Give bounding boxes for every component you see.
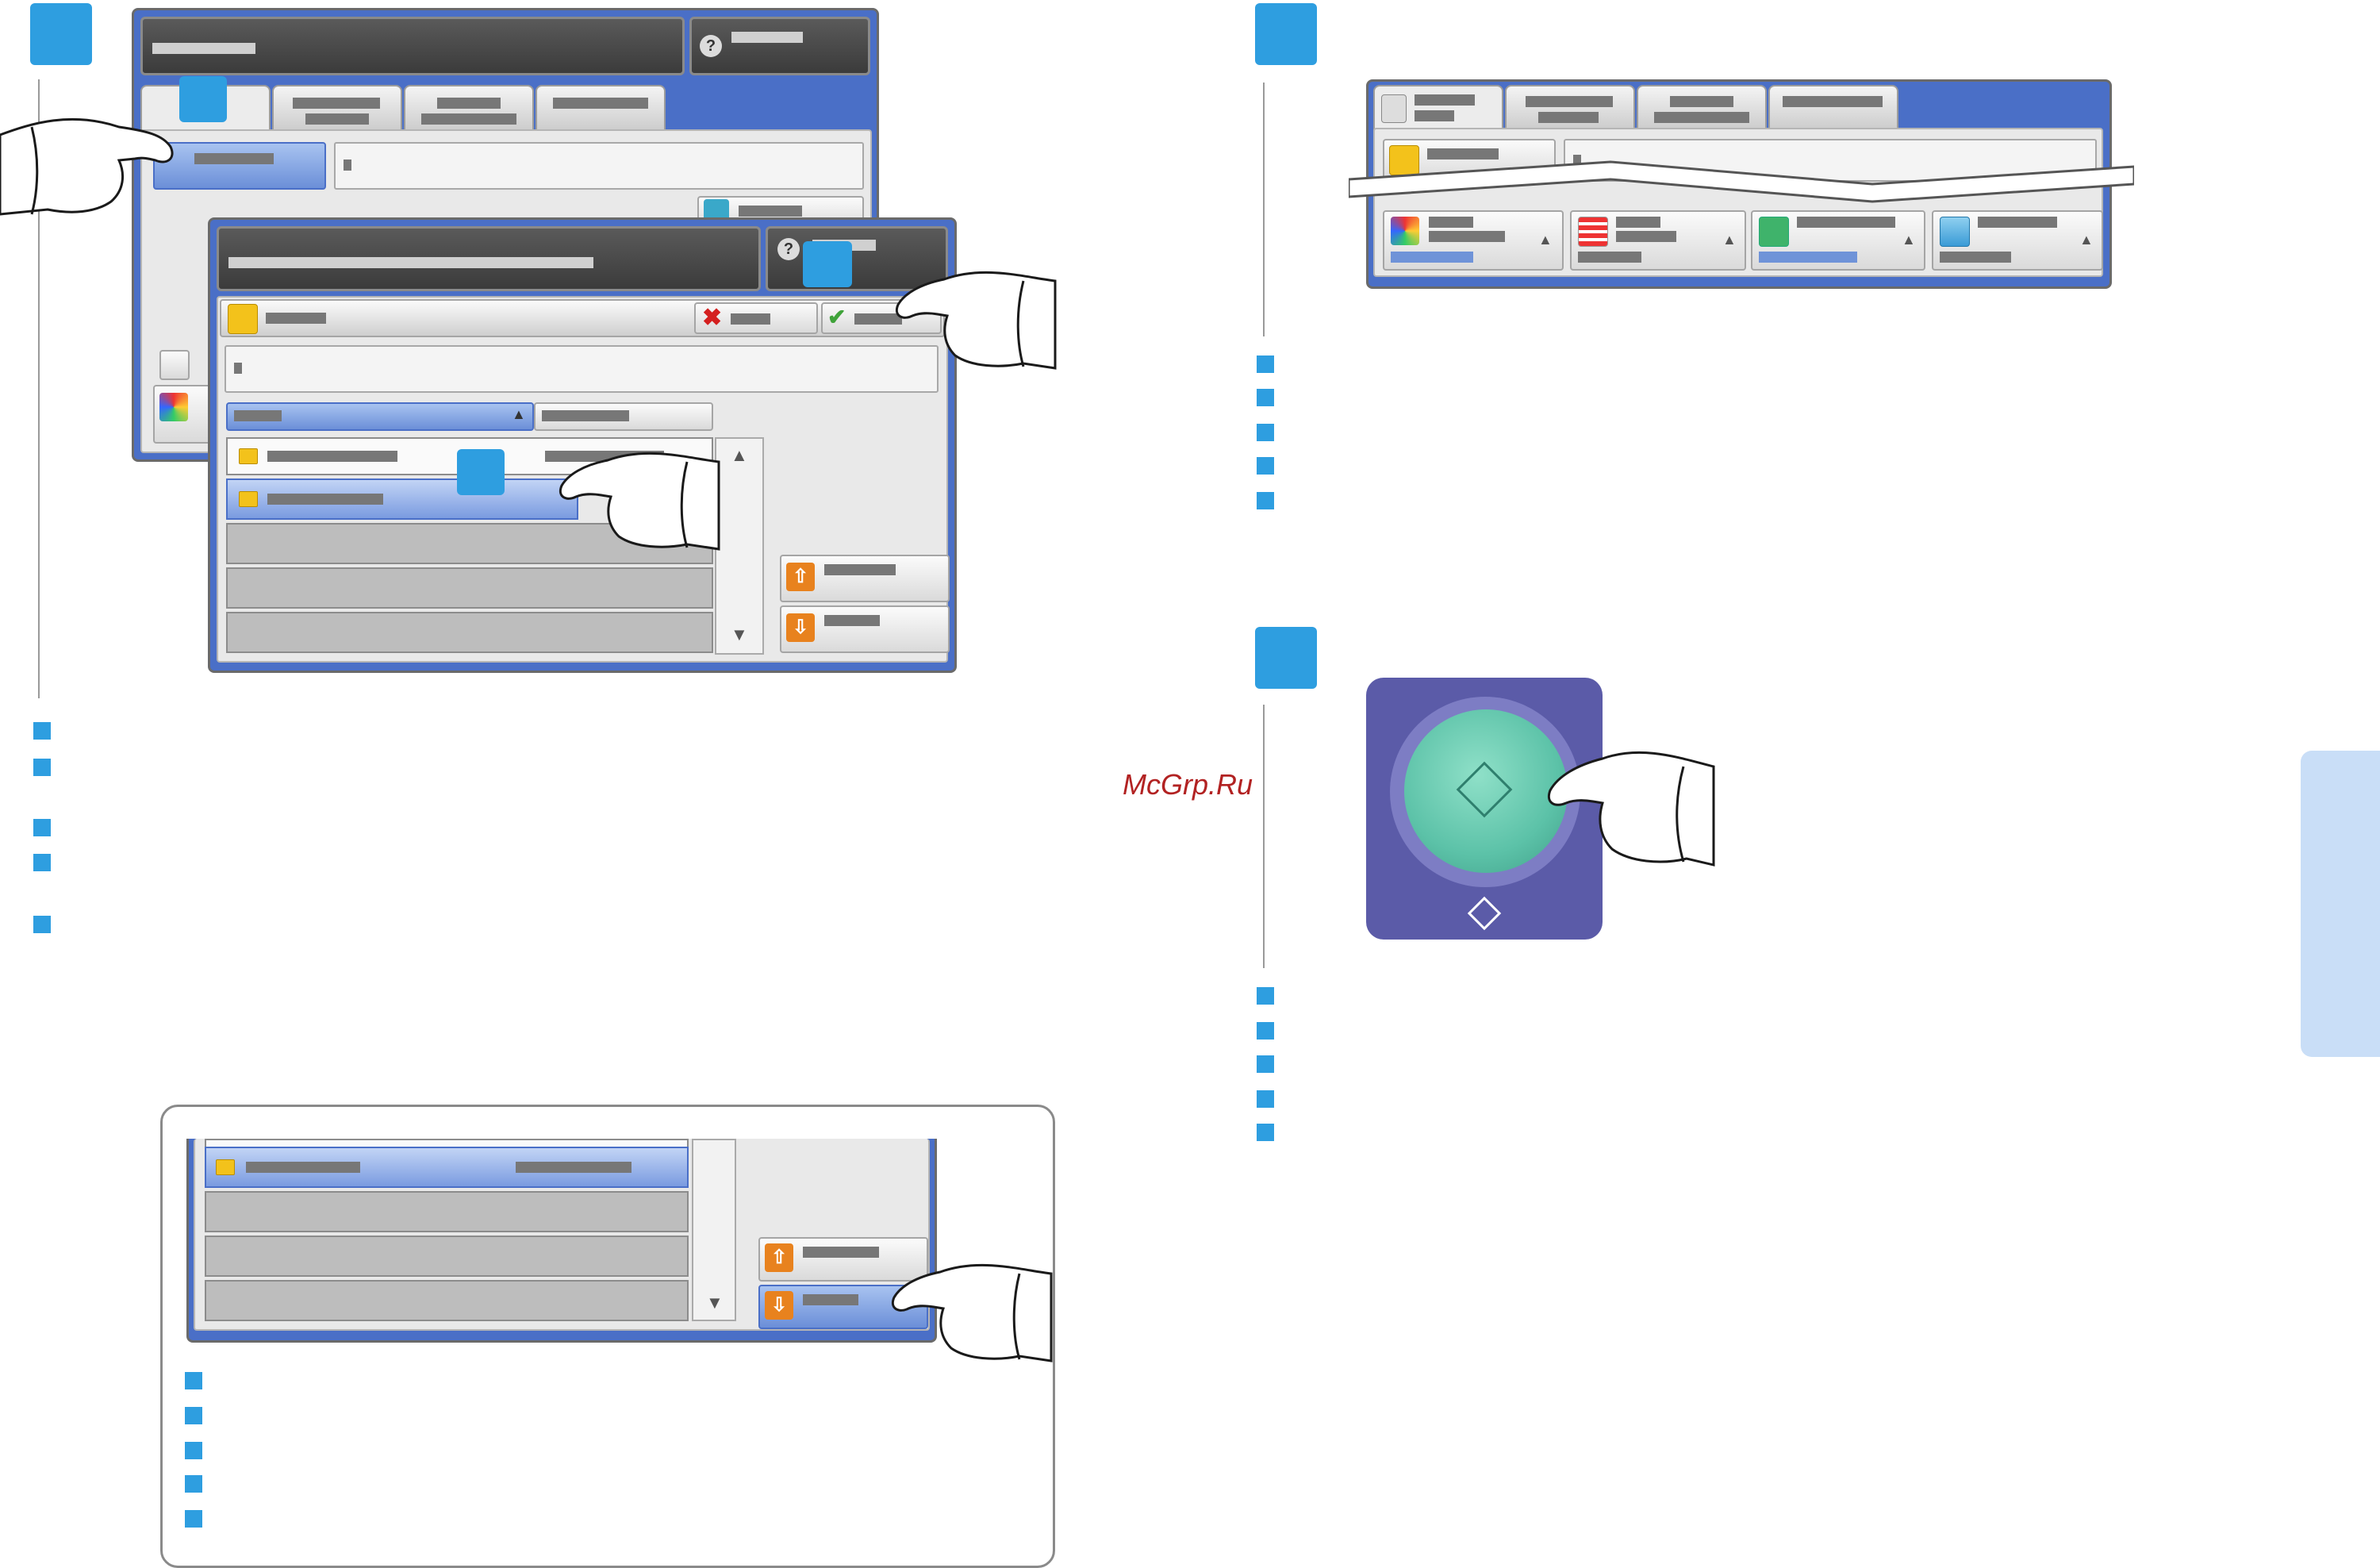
bullet [1257,1022,1274,1040]
repository-title-placeholder [228,257,593,268]
step-marker-2 [1255,3,1317,65]
start-icon [1467,896,1502,931]
list-item-selected[interactable] [205,1147,689,1188]
move-down-button[interactable]: ⇩ [780,605,950,653]
repository-field[interactable] [334,142,864,190]
tab-4[interactable] [1768,85,1898,134]
bullet [1257,1055,1274,1073]
callout-list-panel: ▼ ⇧ ⇩ [194,1139,930,1331]
cancel-button[interactable]: ✖ [694,302,818,334]
bullet [1257,1124,1274,1141]
folder-icon [239,491,258,507]
scan-screen-front: ? ✖ ✔ ▲ [208,217,957,673]
file-repository-button[interactable] [153,142,326,190]
tab-3[interactable] [404,85,534,136]
list-scrollbar[interactable]: ▼ [692,1139,736,1321]
list-scrollbar[interactable]: ▲ ▼ [715,437,764,655]
callout-screen: ▼ ⇧ ⇩ [186,1139,937,1343]
tab-3[interactable] [1637,85,1767,134]
list-item[interactable] [226,612,713,653]
path-field[interactable] [225,345,939,393]
cancel-x-icon: ✖ [702,305,723,331]
tab-4[interactable] [536,85,666,136]
2-sided-scanning-button[interactable]: ▲ [1570,210,1746,271]
arrow-down-icon: ⇩ [765,1291,793,1320]
options-content: ▲ ▲ ▲ ▲ [1373,128,2103,277]
file-format-button[interactable]: ▲ [1932,210,2103,271]
list-item[interactable] [205,1280,689,1321]
original-type-button[interactable]: ▲ [1751,210,1925,271]
pointing-hand-icon [1548,751,1715,867]
arrow-up-icon: ⇧ [786,563,815,591]
navigation-callout: ▼ ⇧ ⇩ [160,1105,1055,1568]
help-placeholder [731,32,803,43]
step-marker-1 [30,3,92,65]
color-output-button[interactable]: ▲ [1383,210,1564,271]
start-panel [1366,678,1603,940]
list-item[interactable] [205,1236,689,1277]
repository-title-bar [217,226,761,291]
bullet [185,1372,202,1389]
step-marker-3 [1255,627,1317,689]
bullet [185,1442,202,1459]
move-up-button[interactable]: ⇧ [780,555,950,602]
arrow-up-icon: ⇧ [765,1243,793,1272]
ok-check-icon: ✔ [827,305,846,329]
bullet [1257,355,1274,373]
bullet [33,759,51,776]
pointing-hand-icon [896,271,1057,370]
bullet [185,1475,202,1493]
tab-scan-to[interactable] [1373,85,1503,134]
title-bar [140,17,685,75]
folder-icon [228,304,258,334]
bullet [33,916,51,933]
sub-step-marker-b [803,241,852,287]
help-bar-front[interactable]: ? [766,226,948,291]
start-button[interactable] [1404,709,1568,873]
sub-step-marker-c [457,449,505,495]
list-item-selected[interactable] [226,478,578,520]
help-icon[interactable]: ? [777,238,800,260]
bullet [185,1510,202,1528]
bullet [1257,457,1274,475]
start-icon [1456,761,1513,818]
screen-cut-line [1349,160,2134,203]
tab-2[interactable] [272,85,402,136]
folder-icon [1389,145,1419,175]
watermark: McGrp.Ru [1123,768,1253,801]
help-icon[interactable]: ? [700,35,722,57]
pointing-hand-icon [892,1263,1053,1362]
help-bar[interactable]: ? [689,17,870,75]
bullet [1257,389,1274,406]
bullet [185,1407,202,1424]
date-column-header[interactable] [534,402,713,431]
bullet [33,722,51,740]
scroll-down-arrow[interactable]: ▼ [706,1293,724,1312]
title-placeholder [152,43,255,54]
checkbox[interactable] [159,350,190,380]
scroll-down-arrow[interactable]: ▼ [731,625,748,644]
move-up-button[interactable]: ⇧ [758,1237,928,1282]
folder-icon [239,448,258,464]
tab-2[interactable] [1505,85,1635,134]
bullet [1257,1090,1274,1108]
bullet [1257,987,1274,1005]
scroll-up-arrow[interactable]: ▲ [731,445,748,465]
step-divider-line [38,79,40,698]
pointing-hand-icon [0,117,174,216]
bullet [33,819,51,836]
bullet [1257,492,1274,509]
section-side-tab [2301,751,2380,1057]
step-divider-line [1263,83,1265,336]
name-column-header[interactable]: ▲ [226,402,534,431]
list-item[interactable] [205,1191,689,1232]
folder-icon [216,1159,235,1175]
step-divider-line [1263,705,1265,968]
sub-step-marker-a [179,76,227,122]
arrow-down-icon: ⇩ [786,613,815,642]
bullet [1257,424,1274,441]
list-item[interactable] [226,567,713,609]
pointing-hand-icon [559,452,720,551]
bullet [33,854,51,871]
